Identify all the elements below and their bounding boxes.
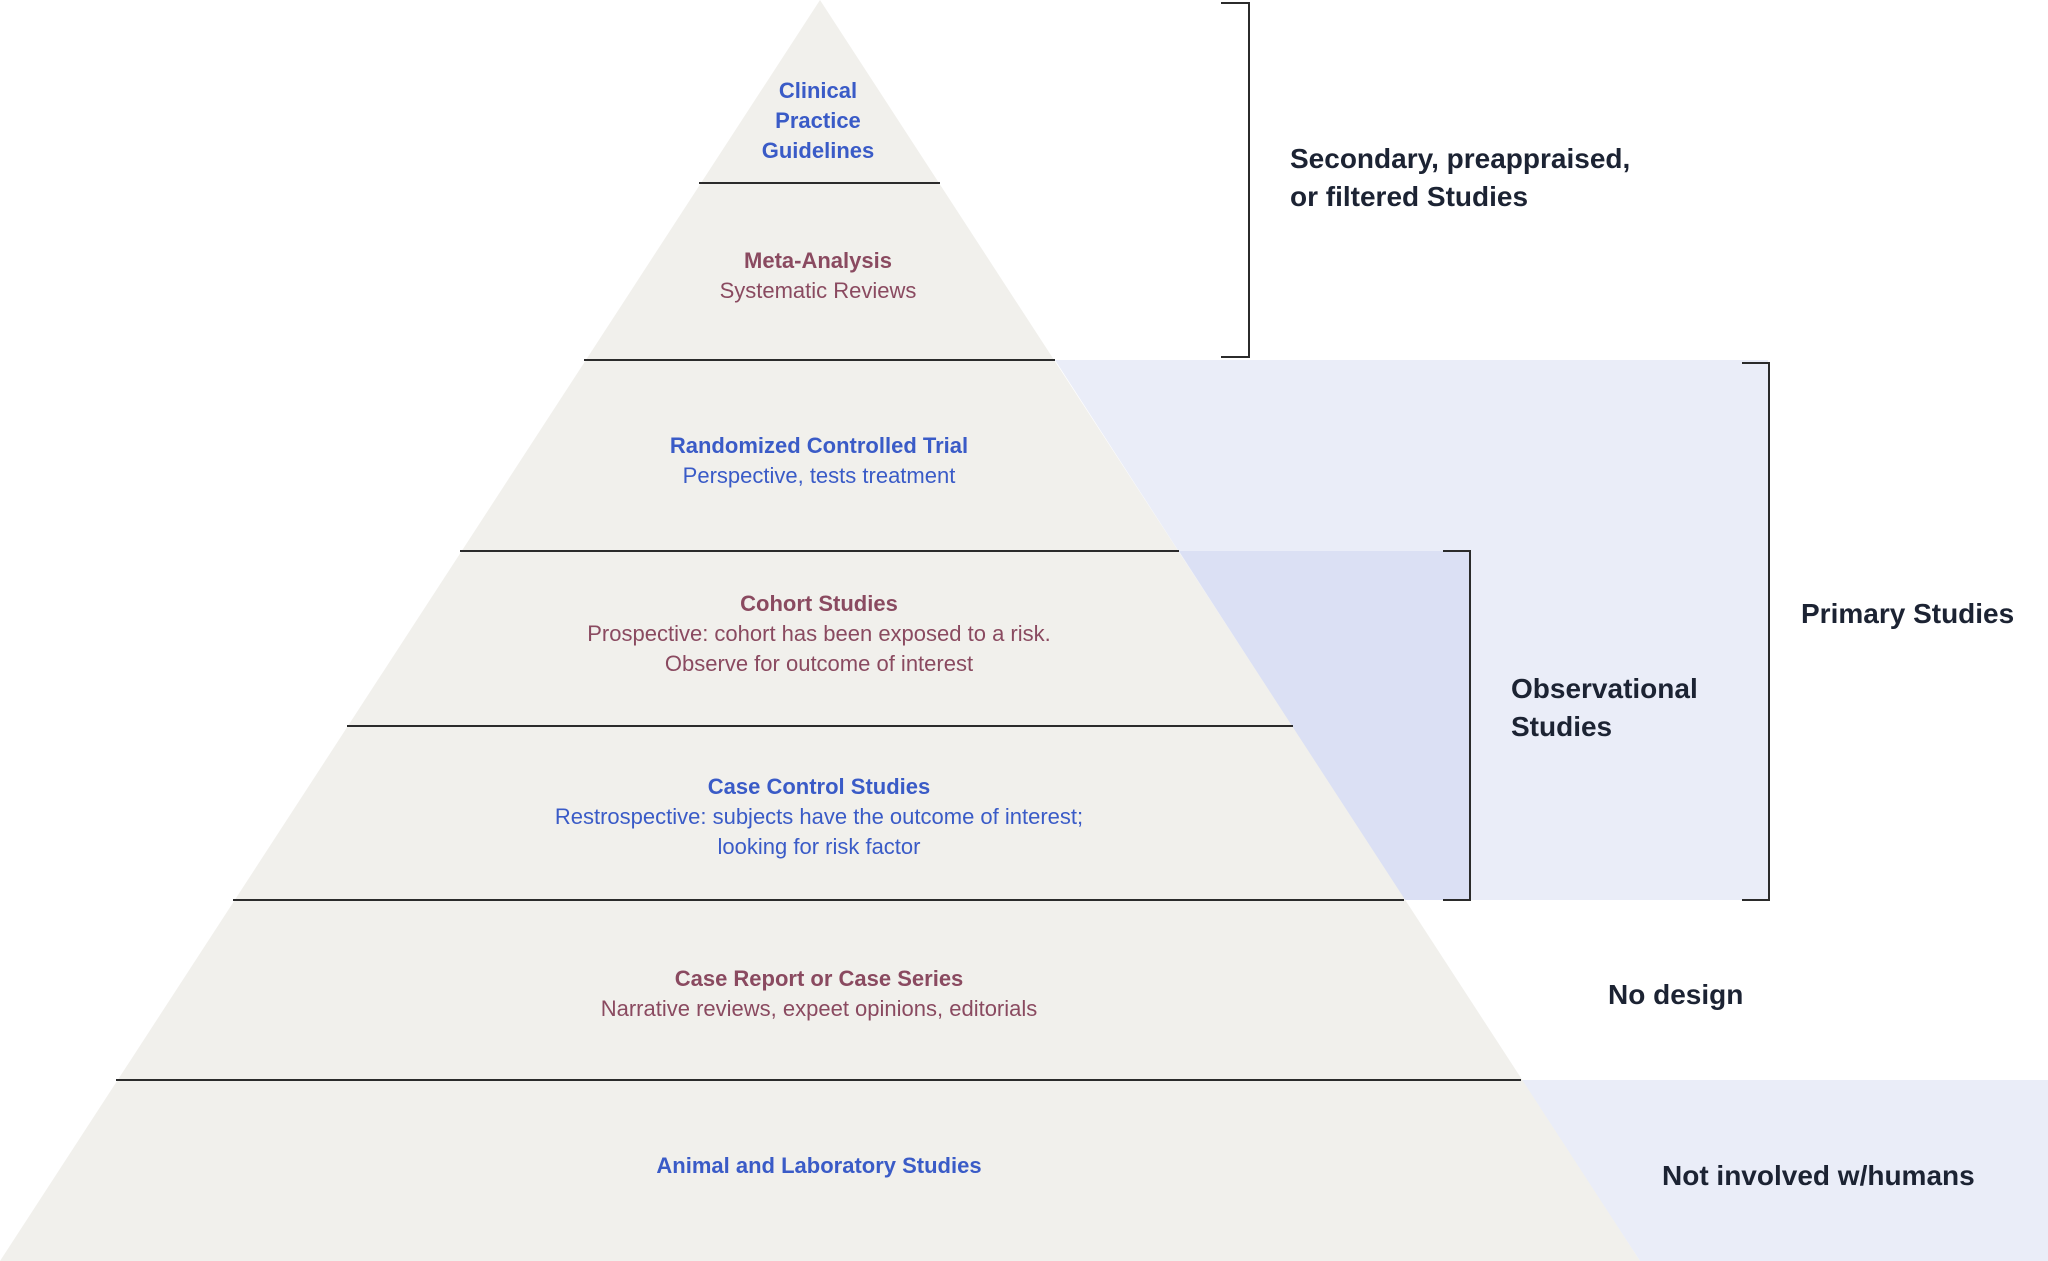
primary-studies-label: Primary Studies	[1801, 598, 2015, 629]
level-subtitle: Narrative reviews, expeet opinions, edit…	[600, 996, 1038, 1021]
not-involved-humans-label: Not involved w/humans	[1662, 1160, 1975, 1191]
level-subtitle: Restrospective: subjects have the outcom…	[554, 804, 1084, 859]
level-meta-analysis: Meta-Analysis Systematic Reviews	[720, 246, 917, 306]
level-title: Case Report or Case Series	[674, 966, 964, 991]
level-title: Clinical Practice Guidelines	[761, 78, 875, 163]
level-title: Randomized Controlled Trial	[669, 433, 969, 458]
secondary-studies-label: Secondary, preappraised, or filtered Stu…	[1290, 143, 1631, 212]
level-cohort-studies: Cohort Studies Prospective: cohort has b…	[587, 589, 1050, 679]
level-title: Case Control Studies	[707, 774, 931, 799]
level-animal-laboratory: Animal and Laboratory Studies	[656, 1151, 981, 1181]
secondary-studies-bracket	[1221, 2, 1250, 358]
observational-studies-bracket	[1443, 550, 1471, 901]
level-case-report: Case Report or Case Series Narrative rev…	[601, 964, 1038, 1024]
primary-studies-bracket	[1742, 362, 1770, 901]
no-design-label: No design	[1608, 979, 1744, 1010]
pyramid-shape	[0, 0, 1640, 1261]
observational-studies-band	[1179, 551, 1470, 900]
level-dividers	[116, 182, 1521, 1081]
level-title: Animal and Laboratory Studies	[656, 1153, 982, 1178]
observational-studies-label: Observational Studies	[1511, 673, 1698, 742]
level-clinical-practice-guidelines: Clinical Practice Guidelines	[762, 76, 874, 166]
level-title: Meta-Analysis	[744, 248, 892, 273]
level-randomized-controlled-trial: Randomized Controlled Trial Perspective,…	[670, 431, 968, 491]
level-title: Cohort Studies	[740, 591, 898, 616]
level-subtitle: Perspective, tests treatment	[682, 463, 956, 488]
non-human-studies-band	[1521, 1080, 2048, 1261]
level-subtitle: Prospective: cohort has been exposed to …	[587, 621, 1051, 676]
level-subtitle: Systematic Reviews	[719, 278, 917, 303]
level-case-control-studies: Case Control Studies Restrospective: sub…	[555, 772, 1083, 862]
